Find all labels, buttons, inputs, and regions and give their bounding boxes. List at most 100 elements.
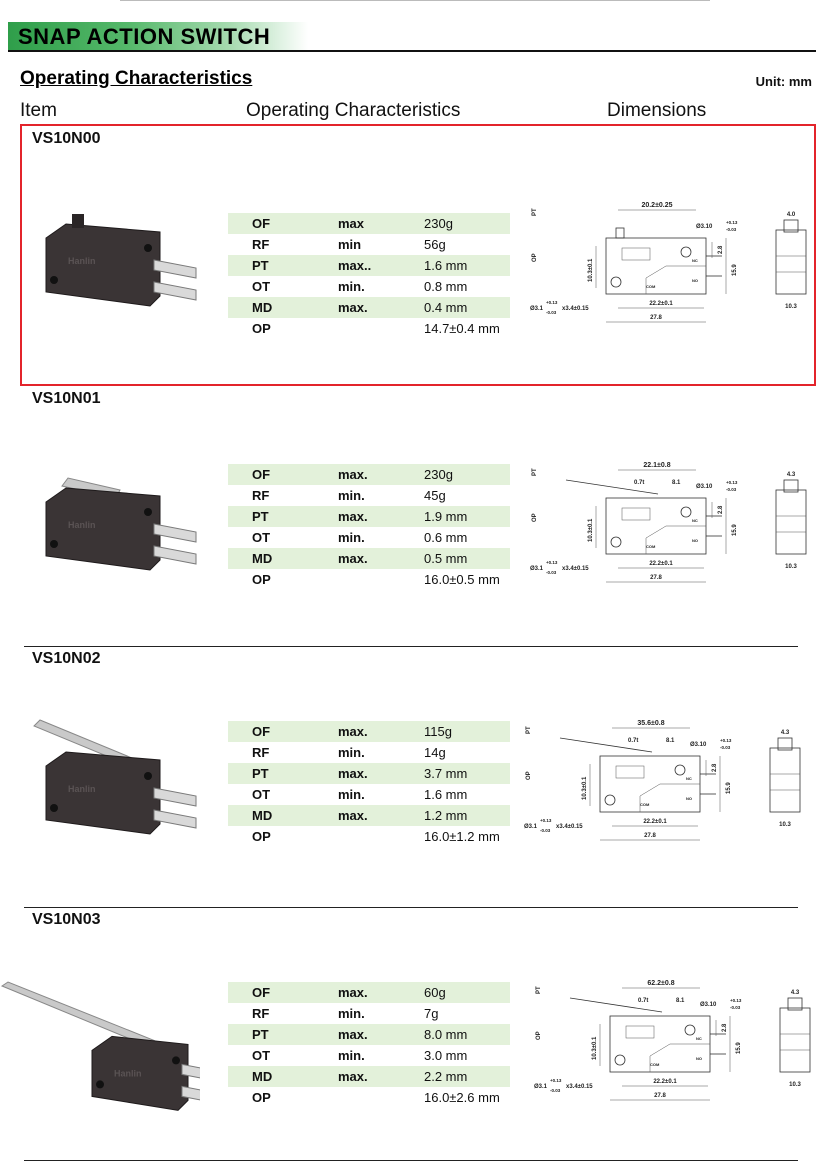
dim-bracket-label: 0.7t — [634, 480, 644, 486]
drawing-hole — [610, 276, 622, 288]
dim-body-label: 15.9 — [726, 782, 732, 794]
spec-limit: min. — [338, 488, 365, 503]
switch-body — [45, 223, 161, 307]
spec-value: 1.2 mm — [424, 805, 510, 826]
dim-mount-label: Ø3.1 — [524, 824, 538, 830]
dim-nc-label: NC — [686, 776, 692, 781]
dim-body-label: 15.9 — [736, 1042, 742, 1054]
dim-bracket-label: 0.7t — [628, 738, 638, 744]
spec-code: RF — [252, 745, 270, 760]
dim-right-label: 2.8 — [712, 763, 718, 772]
drawing-hole — [610, 536, 622, 548]
spec-limit — [338, 1087, 424, 1108]
dim-hole-tol: +0.13 — [720, 738, 732, 743]
spec-code: PT — [228, 506, 338, 527]
spec-limit: max. — [338, 297, 424, 318]
dim-top-label: 22.1±0.8 — [643, 462, 670, 469]
spec-code: PT — [228, 255, 338, 276]
switch-body — [45, 487, 161, 571]
terminal — [153, 281, 197, 301]
dim-mount-tail: x3.4±0.15 — [566, 1084, 593, 1090]
spec-value: 3.0 mm — [424, 1048, 468, 1063]
dim-right-label: 2.8 — [718, 245, 724, 254]
spec-code: MD — [228, 1066, 338, 1087]
spec-code: RF — [252, 1006, 270, 1021]
spec-value: 0.8 mm — [424, 279, 468, 294]
dim-body-label: 15.9 — [732, 264, 738, 276]
brand-mark: Hanlin — [68, 520, 96, 530]
dim-op-label: OP — [532, 253, 538, 262]
spec-code: RF — [252, 488, 270, 503]
dimension-drawing: 20.2±0.25Ø3.10+0.13-0.03PTOP10.3±0.12.81… — [530, 202, 807, 323]
spec-code: OP — [252, 1090, 271, 1105]
spec-limit: max. — [338, 506, 424, 527]
switch-body — [91, 1035, 189, 1111]
spec-limit: max. — [338, 982, 424, 1003]
spec-code: OT — [252, 279, 271, 294]
dim-hole-tol: +0.13 — [726, 480, 738, 485]
dim-pt-label: PT — [532, 468, 538, 476]
spec-value: 0.5 mm — [424, 548, 510, 569]
dim-com-label: COM — [646, 284, 656, 289]
spec-limit: min. — [338, 745, 365, 760]
switch-photo: Hanlin — [0, 981, 200, 1111]
section-divider — [24, 1160, 798, 1161]
spec-value: 230g — [424, 464, 510, 485]
drawing-inner — [639, 783, 700, 812]
spec-limit: max. — [338, 1024, 424, 1045]
terminal — [153, 259, 197, 279]
page-title: SNAP ACTION SWITCH — [18, 24, 271, 49]
dim-length-label: 27.8 — [654, 1093, 666, 1099]
side-view — [779, 1007, 811, 1073]
dim-height-label: 10.3±0.1 — [592, 1036, 598, 1060]
mount-hole — [144, 508, 152, 516]
spec-value: 16.0±2.6 mm — [424, 1090, 500, 1105]
spec-code: OT — [252, 1048, 271, 1063]
dim-mount-tail: x3.4±0.15 — [562, 306, 589, 312]
spec-limit: min. — [338, 787, 365, 802]
dim-hole-label: Ø3.10 — [690, 742, 707, 748]
dim-side-width: 4.0 — [787, 212, 796, 218]
drawing-lever — [565, 479, 659, 495]
side-plunger — [783, 219, 799, 233]
dim-top-label: 20.2±0.25 — [641, 202, 672, 209]
spec-code: RF — [252, 237, 270, 252]
dim-no-label: NO — [696, 1056, 702, 1061]
switch-body — [45, 751, 161, 835]
dim-side-base: 10.3 — [779, 822, 791, 828]
drawing-hole — [614, 1054, 626, 1066]
drawing-plunger — [615, 227, 625, 239]
drawing-hole — [684, 1024, 696, 1036]
drawing-window — [625, 1025, 655, 1039]
dim-op-label: OP — [536, 1031, 542, 1040]
dim-hole-label: Ø3.10 — [696, 224, 713, 230]
mount-hole — [50, 804, 58, 812]
spec-value: 60g — [424, 982, 510, 1003]
spec-code: PT — [228, 763, 338, 784]
section-divider — [24, 646, 798, 647]
drawing-hole — [680, 506, 692, 518]
spec-row: OP 16.0±2.6 mm — [228, 1087, 510, 1108]
dim-hole-tol: +0.13 — [730, 998, 742, 1003]
dim-mount-tol: +0.13 — [546, 560, 558, 565]
spec-code: OF — [228, 721, 338, 742]
terminal — [181, 1085, 200, 1101]
drawing-inner — [649, 1043, 710, 1072]
side-view — [775, 489, 807, 555]
dim-span-label: 22.2±0.1 — [653, 1079, 677, 1085]
dim-body-label: 15.9 — [732, 524, 738, 536]
unit-label: Unit: mm — [755, 74, 812, 89]
dim-hole-tol: -0.03 — [720, 745, 731, 750]
dim-pt-label: PT — [526, 726, 532, 734]
dim-op-label: OP — [532, 513, 538, 522]
